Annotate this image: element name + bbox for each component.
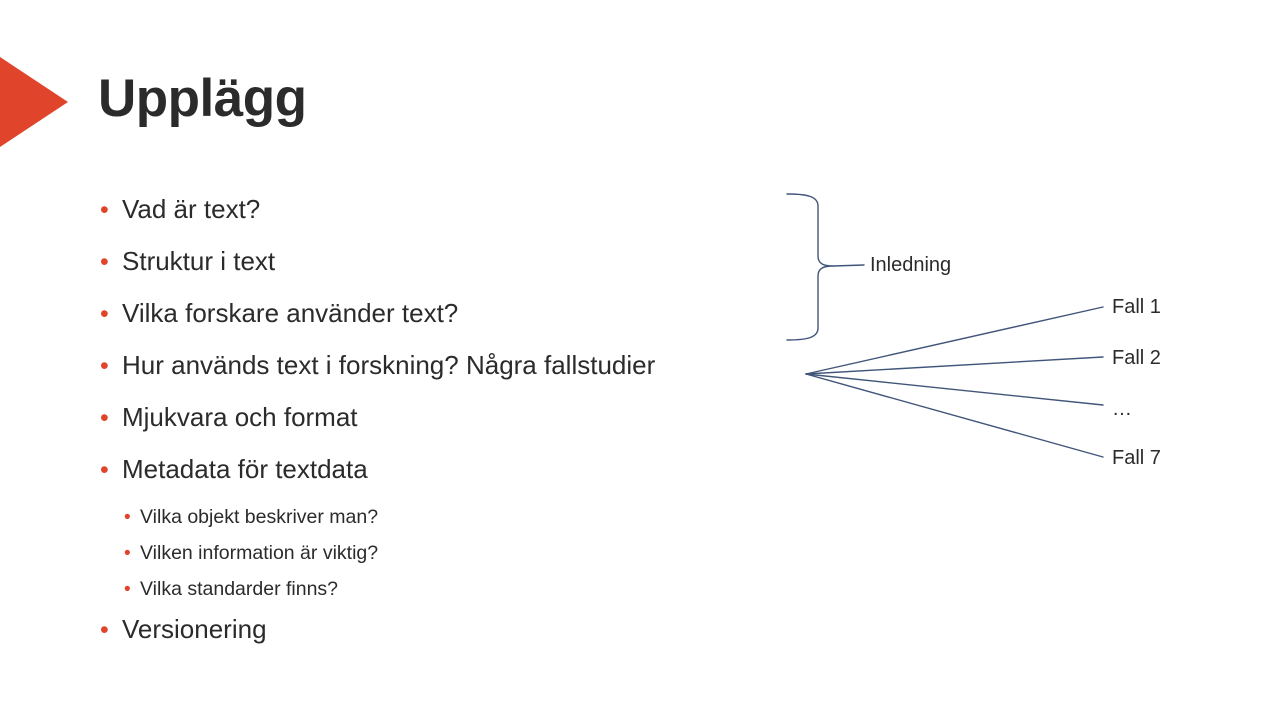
- list-item-label: Vilka forskare använder text?: [122, 298, 459, 328]
- bullet-dot-icon: •: [100, 196, 109, 224]
- list-item-label: Struktur i text: [122, 246, 276, 276]
- diagram-label-fall-2: Fall 2: [1112, 347, 1161, 369]
- bullet-list: • Vad är text? • Struktur i text • Vilka…: [100, 196, 800, 668]
- list-item-label: Vilka standarder finns?: [140, 578, 339, 600]
- brace-connector-line: [832, 264, 865, 267]
- fan-line-fall-7: [805, 373, 1104, 458]
- diagram-label-inledning: Inledning: [870, 254, 952, 276]
- diagram-label-fall-1: Fall 1: [1112, 296, 1161, 318]
- bullet-dot-icon: •: [124, 507, 131, 528]
- list-item-label: Mjukvara och format: [122, 402, 358, 432]
- list-item[interactable]: • Hur används text i forskning? Några fa…: [100, 352, 800, 404]
- list-item[interactable]: • Vilka standarder finns?: [100, 578, 800, 616]
- list-item-label: Versionering: [122, 614, 267, 644]
- bullet-dot-icon: •: [100, 616, 109, 644]
- list-item[interactable]: • Vilka objekt beskriver man?: [100, 506, 800, 544]
- bullet-dot-icon: •: [100, 404, 109, 432]
- list-item[interactable]: • Vad är text?: [100, 196, 800, 248]
- bullet-dot-icon: •: [100, 300, 109, 328]
- list-item[interactable]: • Vilka forskare använder text?: [100, 300, 800, 352]
- bullet-dot-icon: •: [100, 456, 109, 484]
- diagram-label-fall-7: Fall 7: [1112, 447, 1161, 469]
- list-item[interactable]: • Vilken information är viktig?: [100, 542, 800, 580]
- list-item[interactable]: • Mjukvara och format: [100, 404, 800, 456]
- list-item-label: Hur används text i forskning? Några fall…: [122, 350, 656, 380]
- list-item-label: Metadata för textdata: [122, 454, 368, 484]
- bullet-dot-icon: •: [124, 579, 131, 600]
- bullet-dot-icon: •: [124, 543, 131, 564]
- list-item[interactable]: • Struktur i text: [100, 248, 800, 300]
- list-item-label: Vilken information är viktig?: [140, 542, 379, 564]
- fan-line-fall-2: [805, 356, 1104, 375]
- accent-triangle-icon: [0, 57, 68, 147]
- list-item[interactable]: • Versionering: [100, 616, 800, 668]
- diagram-label-fall-ellipsis: …: [1112, 398, 1132, 420]
- page-title: Upplägg: [98, 69, 307, 128]
- bullet-dot-icon: •: [100, 352, 109, 380]
- fan-line-fall-dots: [805, 373, 1104, 406]
- list-item[interactable]: • Metadata för textdata: [100, 456, 800, 508]
- list-item-label: Vilka objekt beskriver man?: [140, 506, 379, 528]
- bullet-dot-icon: •: [100, 248, 109, 276]
- fan-line-fall-1: [805, 306, 1104, 375]
- list-item-label: Vad är text?: [122, 194, 261, 224]
